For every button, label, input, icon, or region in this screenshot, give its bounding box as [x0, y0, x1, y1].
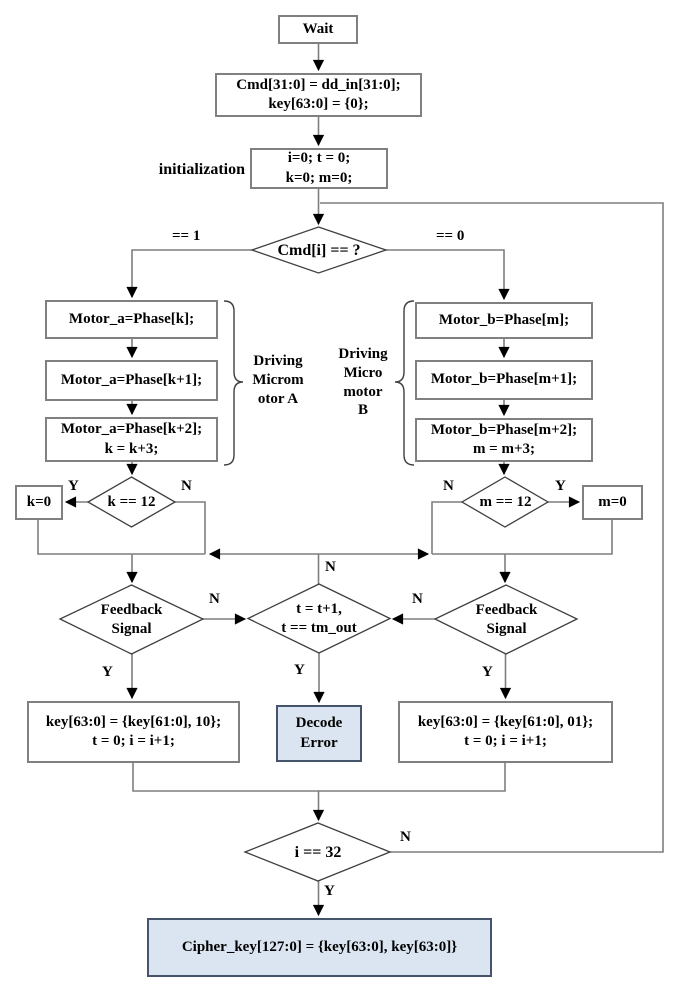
decision-i-check-label: i == 32 — [294, 844, 342, 861]
load-label: Cmd[31:0] = dd_in[31:0]; key[63:0] = {0}… — [236, 76, 401, 112]
decision-k-check-shape — [86, 476, 177, 528]
line-m-reset-merge — [432, 519, 613, 555]
brace-driving-a — [223, 300, 244, 466]
key-shift-10-box: key[63:0] = {key[61:0], 10}; t = 0; i = … — [27, 701, 240, 763]
key-shift-01-box: key[63:0] = {key[61:0], 01}; t = 0; i = … — [398, 701, 613, 763]
driving-a-annotation: Driving Microm otor A — [252, 353, 304, 407]
decision-timeout-label: t = t+1, t == tm_out — [281, 601, 357, 636]
k-reset-label: k=0 — [26, 493, 52, 510]
line-key01-merge — [318, 763, 506, 792]
decision-cmd-shape — [250, 226, 389, 274]
i-check-no-label: N — [400, 829, 411, 845]
motor-b2-box: Motor_b=Phase[m+1]; — [415, 360, 593, 400]
timeout-yes-label: Y — [294, 662, 305, 678]
motor-a2-box: Motor_a=Phase[k+1]; — [45, 360, 218, 401]
motor-b3-label: Motor_b=Phase[m+2]; m = m+3; — [430, 421, 578, 457]
motor-a3-box: Motor_a=Phase[k+2]; k = k+3; — [45, 417, 218, 462]
timeout-no-up-label: N — [325, 559, 336, 575]
line-k-reset-merge — [37, 519, 205, 555]
key-shift-10-label: key[63:0] = {key[61:0], 10}; t = 0; i = … — [45, 713, 222, 749]
load-box: Cmd[31:0] = dd_in[31:0]; key[63:0] = {0}… — [215, 73, 422, 117]
decision-feedback-left-shape — [58, 584, 205, 655]
decision-m-check-shape — [460, 476, 550, 528]
k-check-yes-label: Y — [68, 478, 79, 494]
i-check-yes-label: Y — [324, 883, 335, 899]
init-annotation: initialization — [158, 161, 245, 178]
decision-feedback-left-label: Feedback Signal — [100, 602, 163, 637]
arrow-cmd-eq0-branch — [386, 249, 510, 301]
cipher-key-label: Cipher_key[127:0] = {key[63:0], key[63:0… — [181, 938, 458, 955]
line-m-check-no — [431, 501, 462, 554]
decision-feedback-right-shape — [433, 584, 579, 655]
k-check-no-label: N — [181, 478, 192, 494]
motor-b2-label: Motor_b=Phase[m+1]; — [430, 371, 578, 388]
feedback-right-yes-label: Y — [482, 664, 493, 680]
branch-eq0-label: == 0 — [436, 228, 465, 244]
decision-i-check-shape — [243, 822, 392, 882]
decision-m-check-label: m == 12 — [479, 494, 532, 510]
motor-b1-label: Motor_b=Phase[m]; — [438, 311, 570, 328]
decode-error-box: Decode Error — [276, 705, 362, 762]
driving-b-annotation: Driving Micro motor B — [338, 346, 388, 419]
motor-a3-label: Motor_a=Phase[k+2]; k = k+3; — [60, 421, 203, 457]
feedback-left-yes-label: Y — [102, 664, 113, 680]
key-shift-01-label: key[63:0] = {key[61:0], 01}; t = 0; i = … — [417, 713, 594, 749]
k-reset-box: k=0 — [15, 485, 63, 520]
m-check-yes-label: Y — [555, 478, 566, 494]
arrow-cmd-eq1-branch — [126, 249, 252, 299]
motor-a2-label: Motor_a=Phase[k+1]; — [60, 371, 203, 388]
decision-cmd-label: Cmd[i] == ? — [277, 242, 361, 259]
decision-k-check-label: k == 12 — [107, 494, 156, 510]
motor-b1-box: Motor_b=Phase[m]; — [415, 302, 593, 339]
brace-driving-b — [394, 300, 415, 466]
init-box: i=0; t = 0; k=0; m=0; — [250, 148, 388, 189]
decision-feedback-right-label: Feedback Signal — [475, 602, 538, 637]
feedback-right-no-label: N — [412, 591, 423, 607]
branch-eq1-label: == 1 — [172, 228, 201, 244]
loop-i-check-no-feedback — [320, 202, 664, 853]
decision-timeout-shape — [246, 583, 392, 654]
motor-a1-label: Motor_a=Phase[k]; — [68, 310, 195, 327]
wait-box: Wait — [278, 15, 358, 44]
m-reset-box: m=0 — [582, 485, 643, 520]
cipher-key-box: Cipher_key[127:0] = {key[63:0], key[63:0… — [147, 918, 492, 977]
init-label: i=0; t = 0; k=0; m=0; — [285, 150, 353, 186]
wait-label: Wait — [302, 20, 334, 37]
m-check-no-label: N — [443, 478, 454, 494]
decode-error-label: Decode Error — [295, 715, 343, 751]
line-k-check-no — [175, 501, 206, 554]
motor-a1-box: Motor_a=Phase[k]; — [45, 300, 218, 339]
line-key10-merge — [132, 763, 319, 792]
feedback-left-no-label: N — [209, 591, 220, 607]
m-reset-label: m=0 — [598, 493, 627, 510]
motor-b3-box: Motor_b=Phase[m+2]; m = m+3; — [415, 418, 593, 462]
